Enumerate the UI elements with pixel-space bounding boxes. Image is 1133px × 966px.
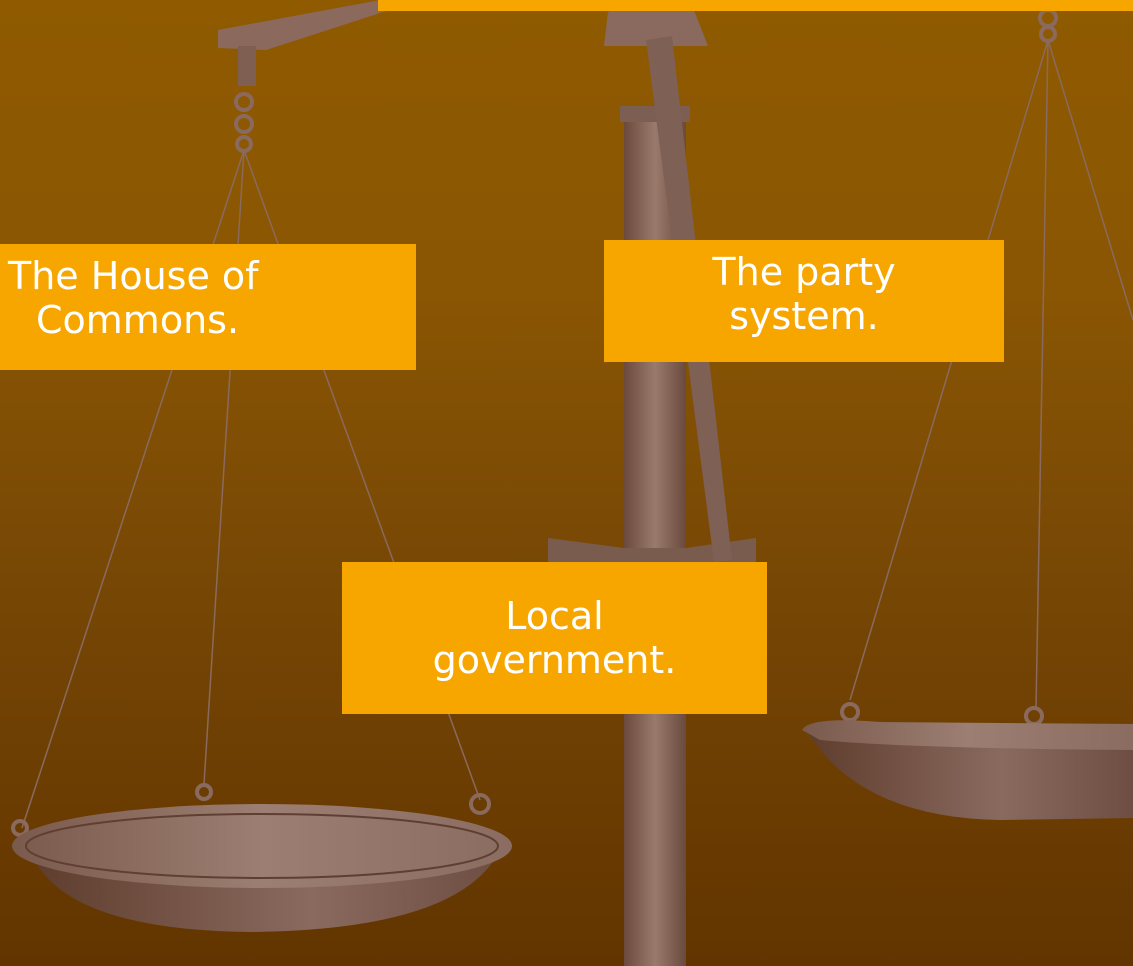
label-house-of-commons: The House of Commons. bbox=[0, 244, 416, 370]
right-pan bbox=[802, 720, 1133, 820]
label-house-of-commons-line-2: Commons. bbox=[36, 298, 240, 342]
left-pan bbox=[12, 804, 512, 932]
label-local-government-line-1: Local bbox=[505, 594, 604, 638]
label-local-government-line-2: government. bbox=[432, 638, 677, 682]
right-pan-hanger bbox=[840, 8, 1133, 749]
scale-pole bbox=[548, 0, 756, 966]
label-party-system-line-1: The party bbox=[712, 250, 896, 294]
label-party-system: The party system. bbox=[604, 240, 1004, 362]
label-house-of-commons-line-1: The House of bbox=[8, 254, 259, 298]
label-party-system-line-2: system. bbox=[729, 294, 879, 338]
left-pan-hanger bbox=[11, 46, 491, 837]
label-local-government: Local government. bbox=[342, 562, 767, 714]
top-banner-strip bbox=[378, 0, 1133, 11]
